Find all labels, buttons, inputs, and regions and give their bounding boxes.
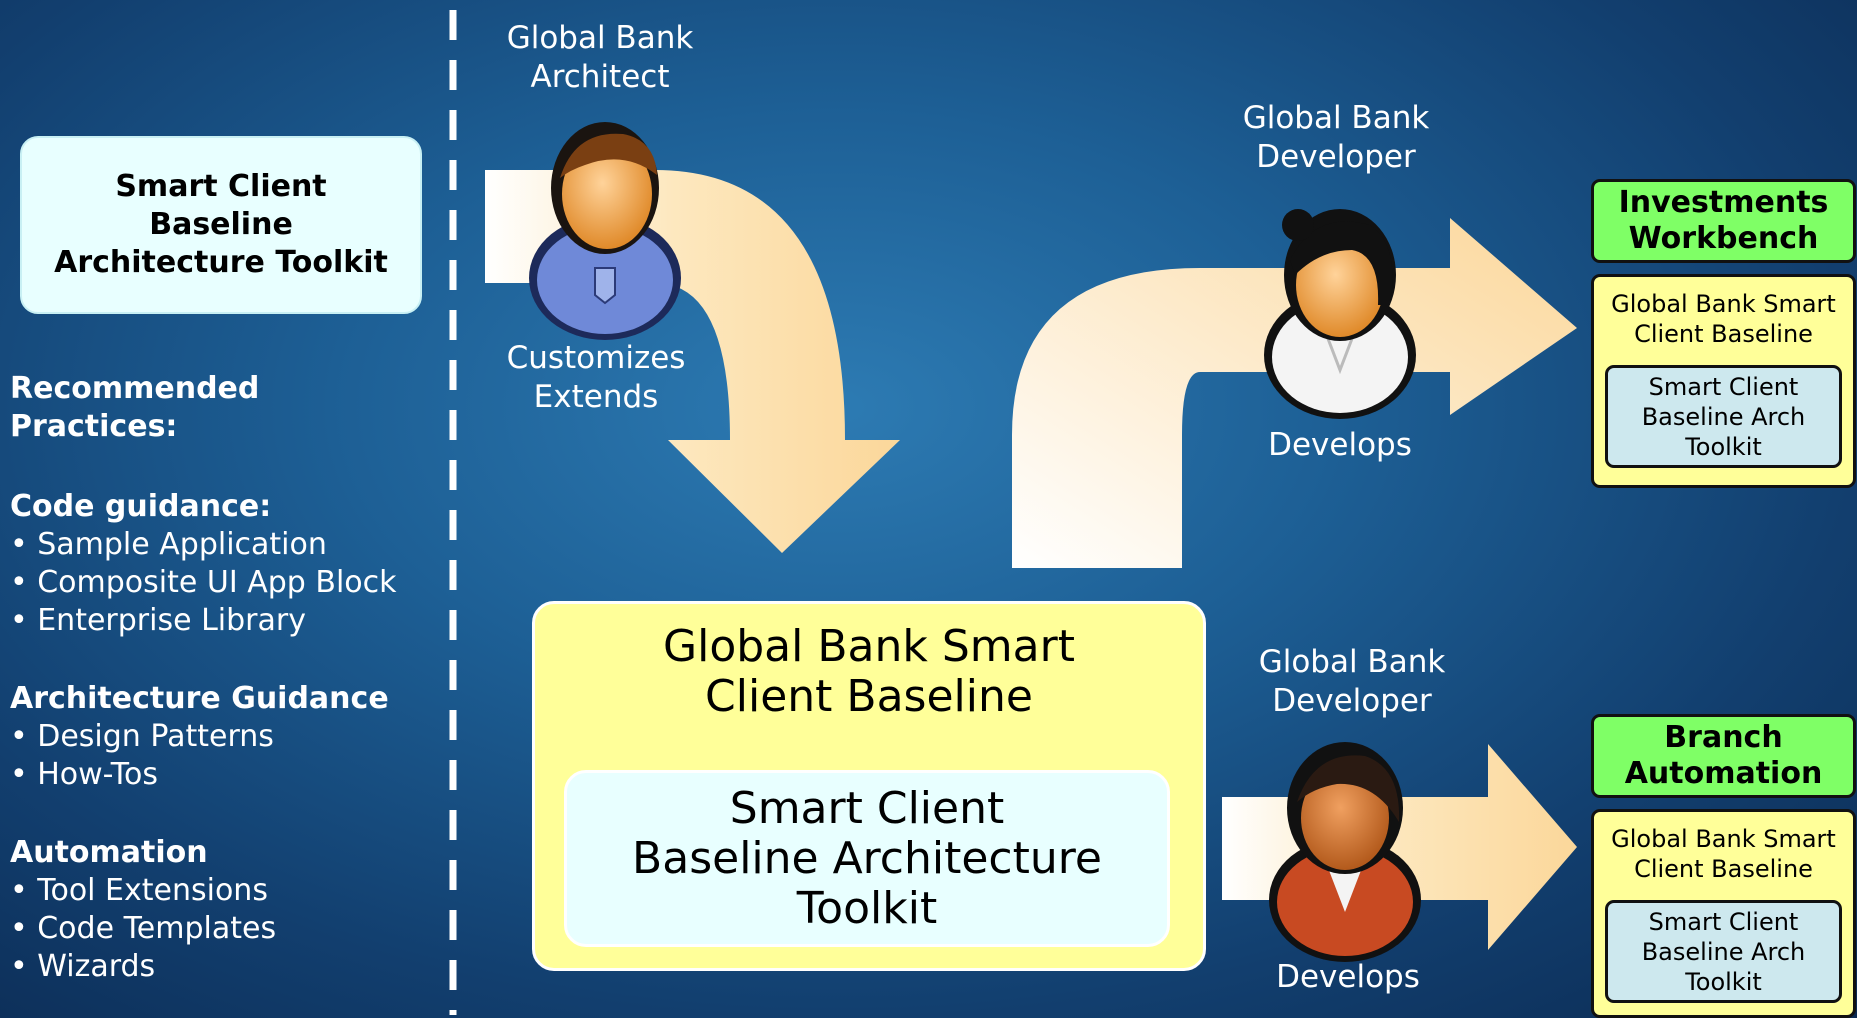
- developer-top-action-label: Develops: [1268, 427, 1412, 463]
- architect-action-line: Customizes: [506, 340, 686, 376]
- developer-top-role-label: Global Bank Developer: [1216, 99, 1456, 177]
- section-heading: Code guidance:: [10, 489, 272, 524]
- app-branch-automation-header: Branch Automation: [1591, 714, 1856, 798]
- app-baseline-label: Global Bank Smart Client Baseline: [1594, 824, 1853, 884]
- baseline-toolkit-line: Smart Client: [729, 782, 1005, 834]
- architect-role-line: Global Bank: [506, 20, 694, 56]
- list-item: • Code Templates: [10, 911, 277, 946]
- app-toolkit-line: Smart Client: [1648, 907, 1799, 936]
- developer-bottom-action-label: Develops: [1276, 959, 1420, 995]
- app-toolkit-line: Baseline Arch: [1641, 402, 1806, 431]
- app-baseline-line: Client Baseline: [1634, 320, 1813, 348]
- architect-person-icon: [529, 122, 681, 340]
- developer-person-icon: [1264, 209, 1416, 419]
- app-name-line: Workbench: [1628, 221, 1819, 256]
- toolkit-box-line: Baseline: [149, 207, 293, 242]
- recommended-heading-line: Practices:: [10, 409, 178, 444]
- app-baseline-label: Global Bank Smart Client Baseline: [1594, 289, 1853, 349]
- list-item: • Wizards: [10, 949, 156, 984]
- app-name-line: Investments: [1618, 185, 1829, 220]
- baseline-title: Global Bank Smart Client Baseline: [532, 622, 1206, 722]
- architect-role-line: Architect: [530, 59, 670, 95]
- list-item: • Design Patterns: [10, 719, 274, 754]
- app-toolkit-box: Smart Client Baseline Arch Toolkit: [1605, 900, 1842, 1003]
- architect-action-label: Customizes Extends: [476, 339, 716, 417]
- developer-person-icon: [1269, 742, 1421, 962]
- list-item: • Composite UI App Block: [10, 565, 397, 600]
- baseline-toolkit-line: Toolkit: [796, 882, 938, 934]
- app-toolkit-line: Smart Client: [1648, 372, 1799, 401]
- app-investments-workbench-header: Investments Workbench: [1591, 179, 1856, 263]
- architect-role-label: Global Bank Architect: [480, 19, 720, 97]
- app-toolkit-line: Toolkit: [1685, 432, 1762, 461]
- baseline-title-line: Global Bank Smart: [663, 621, 1075, 672]
- baseline-title-line: Client Baseline: [705, 671, 1033, 722]
- toolkit-box: Smart Client Baseline Architecture Toolk…: [20, 136, 422, 314]
- app-baseline-line: Global Bank Smart: [1611, 825, 1836, 853]
- section-code-guidance: Code guidance: • Sample Application • Co…: [10, 488, 397, 640]
- section-automation: Automation • Tool Extensions • Code Temp…: [10, 834, 276, 986]
- baseline-toolkit-box: Smart Client Baseline Architecture Toolk…: [564, 770, 1170, 947]
- recommended-heading-line: Recommended: [10, 371, 260, 406]
- app-name-line: Branch: [1664, 720, 1783, 755]
- baseline-toolkit-line: Baseline Architecture: [632, 832, 1102, 884]
- section-heading: Automation: [10, 835, 208, 870]
- developer-role-line: Global Bank: [1258, 644, 1446, 680]
- recommended-heading: Recommended Practices:: [10, 370, 259, 446]
- list-item: • How-Tos: [10, 757, 158, 792]
- toolkit-box-line: Architecture Toolkit: [54, 245, 388, 280]
- app-investments-workbench-body: Global Bank Smart Client Baseline Smart …: [1591, 274, 1856, 488]
- app-toolkit-line: Toolkit: [1685, 967, 1762, 996]
- toolkit-box-line: Smart Client: [115, 169, 327, 204]
- developer-role-line: Developer: [1256, 139, 1416, 175]
- app-toolkit-box: Smart Client Baseline Arch Toolkit: [1605, 365, 1842, 468]
- develop-arrow-top: [1012, 218, 1577, 568]
- app-toolkit-line: Baseline Arch: [1641, 937, 1806, 966]
- developer-role-line: Developer: [1272, 683, 1432, 719]
- app-name-line: Automation: [1624, 756, 1823, 791]
- developer-role-line: Global Bank: [1242, 100, 1430, 136]
- list-item: • Sample Application: [10, 527, 327, 562]
- app-baseline-line: Global Bank Smart: [1611, 290, 1836, 318]
- section-heading: Architecture Guidance: [10, 681, 389, 716]
- app-baseline-line: Client Baseline: [1634, 855, 1813, 883]
- list-item: • Tool Extensions: [10, 873, 268, 908]
- architect-action-line: Extends: [533, 379, 659, 415]
- list-item: • Enterprise Library: [10, 603, 306, 638]
- developer-bottom-role-label: Global Bank Developer: [1232, 643, 1472, 721]
- app-branch-automation-body: Global Bank Smart Client Baseline Smart …: [1591, 809, 1856, 1018]
- section-architecture-guidance: Architecture Guidance • Design Patterns …: [10, 680, 389, 794]
